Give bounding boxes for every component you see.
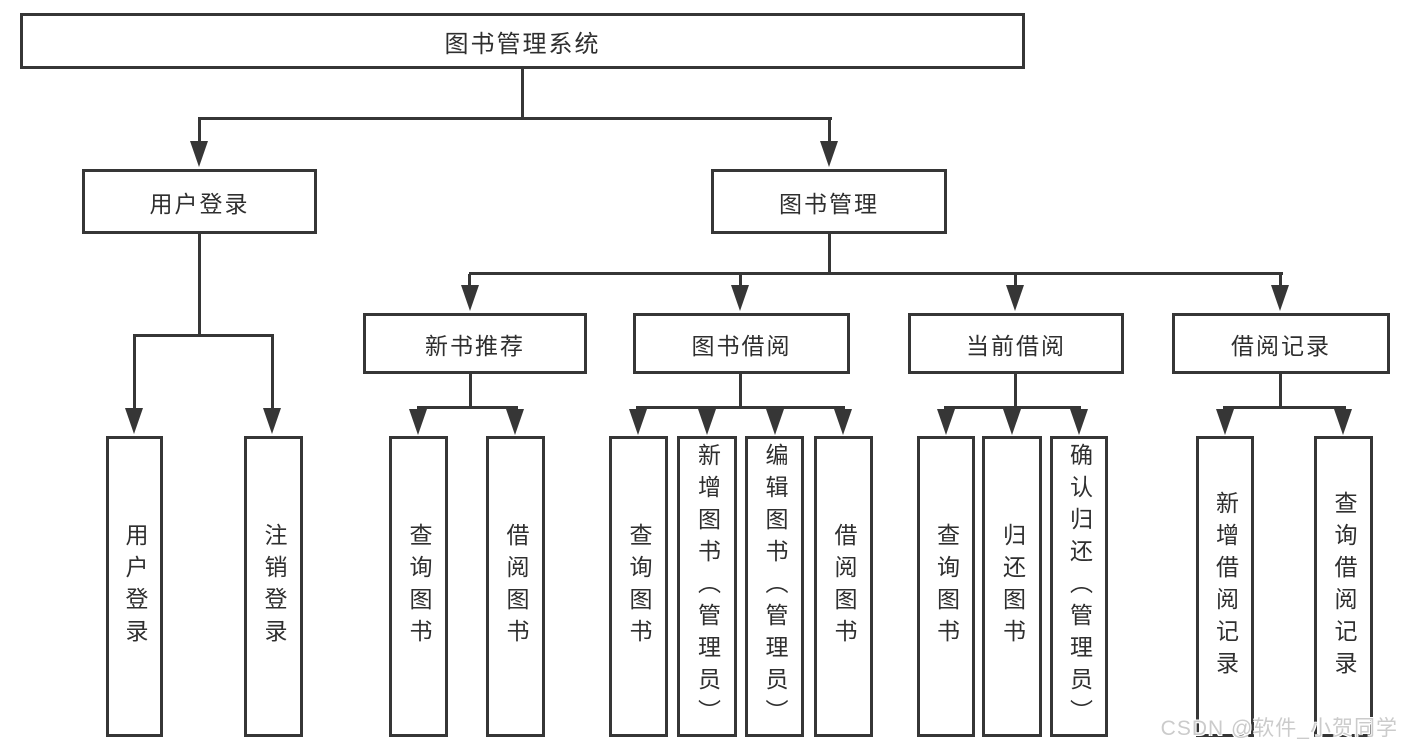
- arrowhead-user-leaf2: [263, 408, 281, 434]
- csdn-watermark: CSDN @软件_小贺同学: [1160, 717, 1398, 740]
- leaf-user-login: 用户登录: [106, 436, 163, 737]
- connector-nb-vline: [469, 374, 472, 408]
- arrowhead-book-mgmt: [820, 141, 838, 167]
- leaf-br-add-record-label: 新增借阅记录: [1212, 490, 1239, 683]
- leaf-bb-add-books-admin-label: 新增图书（管理员）: [694, 442, 721, 731]
- leaf-cb-query-books: 查询图书: [917, 436, 975, 737]
- leaf-cb-confirm-return-admin-label: 确认归还（管理员）: [1066, 442, 1093, 731]
- arrowhead-book-borrow: [731, 285, 749, 311]
- connector-mgmt-hbar: [469, 272, 1283, 275]
- connector-user-leaf1-stem: [133, 336, 136, 409]
- arrowhead-user-login: [190, 141, 208, 167]
- leaf-nb-borrow-books-label: 借阅图书: [503, 522, 529, 651]
- leaf-user-login-label: 用户登录: [122, 522, 148, 651]
- arrowhead-br-add: [1216, 409, 1234, 435]
- leaf-nb-borrow-books: 借阅图书: [486, 436, 545, 737]
- arrowhead-bb-borrow: [834, 409, 852, 435]
- arrowhead-nb-query: [409, 409, 427, 435]
- connector-nb-hbar: [417, 406, 518, 409]
- node-new-book-rec: 新书推荐: [363, 313, 587, 374]
- connector-book-mgmt-stem: [828, 119, 831, 142]
- connector-br-hbar: [1223, 406, 1346, 409]
- leaf-br-query-record-label: 查询借阅记录: [1331, 490, 1357, 683]
- node-book-borrow: 图书借阅: [633, 313, 850, 374]
- leaf-bb-edit-books-admin-label: 编辑图书（管理员）: [762, 442, 788, 731]
- leaf-cb-confirm-return-admin: 确认归还（管理员）: [1050, 436, 1108, 737]
- connector-root-vline: [521, 69, 524, 119]
- leaf-nb-query-books-label: 查询图书: [406, 522, 432, 651]
- arrowhead-borrow-record: [1271, 285, 1289, 311]
- leaf-br-query-record: 查询借阅记录: [1314, 436, 1373, 737]
- connector-br-vline: [1279, 374, 1282, 408]
- leaf-bb-borrow-books: 借阅图书: [814, 436, 873, 737]
- leaf-bb-borrow-books-label: 借阅图书: [831, 522, 857, 651]
- leaf-bb-query-books-label: 查询图书: [626, 522, 652, 651]
- arrowhead-nb-borrow: [506, 409, 524, 435]
- leaf-bb-edit-books-admin: 编辑图书（管理员）: [745, 436, 804, 737]
- connector-root-hbar: [198, 117, 832, 120]
- node-borrow-record: 借阅记录: [1172, 313, 1390, 374]
- leaf-logout-label: 注销登录: [261, 522, 287, 651]
- leaf-cb-query-books-label: 查询图书: [933, 522, 960, 651]
- node-current-borrow: 当前借阅: [908, 313, 1124, 374]
- leaf-nb-query-books: 查询图书: [389, 436, 448, 737]
- arrowhead-cb-query: [937, 409, 955, 435]
- leaf-bb-query-books: 查询图书: [609, 436, 668, 737]
- arrowhead-bb-query: [629, 409, 647, 435]
- arrowhead-cb-confirm: [1070, 409, 1088, 435]
- arrowhead-new-book: [461, 285, 479, 311]
- connector-cb-vline: [1014, 374, 1017, 408]
- node-user-login: 用户登录: [82, 169, 317, 234]
- connector-cb-hbar: [944, 406, 1081, 409]
- connector-book-borrow-stem: [739, 274, 742, 286]
- leaf-logout: 注销登录: [244, 436, 303, 737]
- node-book-mgmt: 图书管理: [711, 169, 947, 234]
- connector-user-leaf2-stem: [271, 336, 274, 409]
- leaf-cb-return-books: 归还图书: [982, 436, 1042, 737]
- arrowhead-bb-edit: [766, 409, 784, 435]
- connector-bb-hbar: [636, 406, 845, 409]
- connector-current-borrow-stem: [1014, 274, 1017, 286]
- arrowhead-current-borrow: [1006, 285, 1024, 311]
- connector-mgmt-vline: [828, 234, 831, 274]
- connector-bb-vline: [739, 374, 742, 408]
- leaf-br-add-record: 新增借阅记录: [1196, 436, 1254, 737]
- arrowhead-bb-add: [698, 409, 716, 435]
- connector-new-book-stem: [468, 274, 471, 286]
- connector-borrow-record-stem: [1279, 274, 1282, 286]
- connector-user-login-stem: [198, 119, 201, 142]
- leaf-bb-add-books-admin: 新增图书（管理员）: [677, 436, 737, 737]
- arrowhead-br-query: [1334, 409, 1352, 435]
- arrowhead-cb-return: [1003, 409, 1021, 435]
- leaf-cb-return-books-label: 归还图书: [999, 522, 1026, 651]
- node-root: 图书管理系统: [20, 13, 1025, 69]
- connector-user-subtree-vline: [198, 234, 201, 336]
- arrowhead-user-leaf1: [125, 408, 143, 434]
- connector-user-subtree-hbar: [133, 334, 274, 337]
